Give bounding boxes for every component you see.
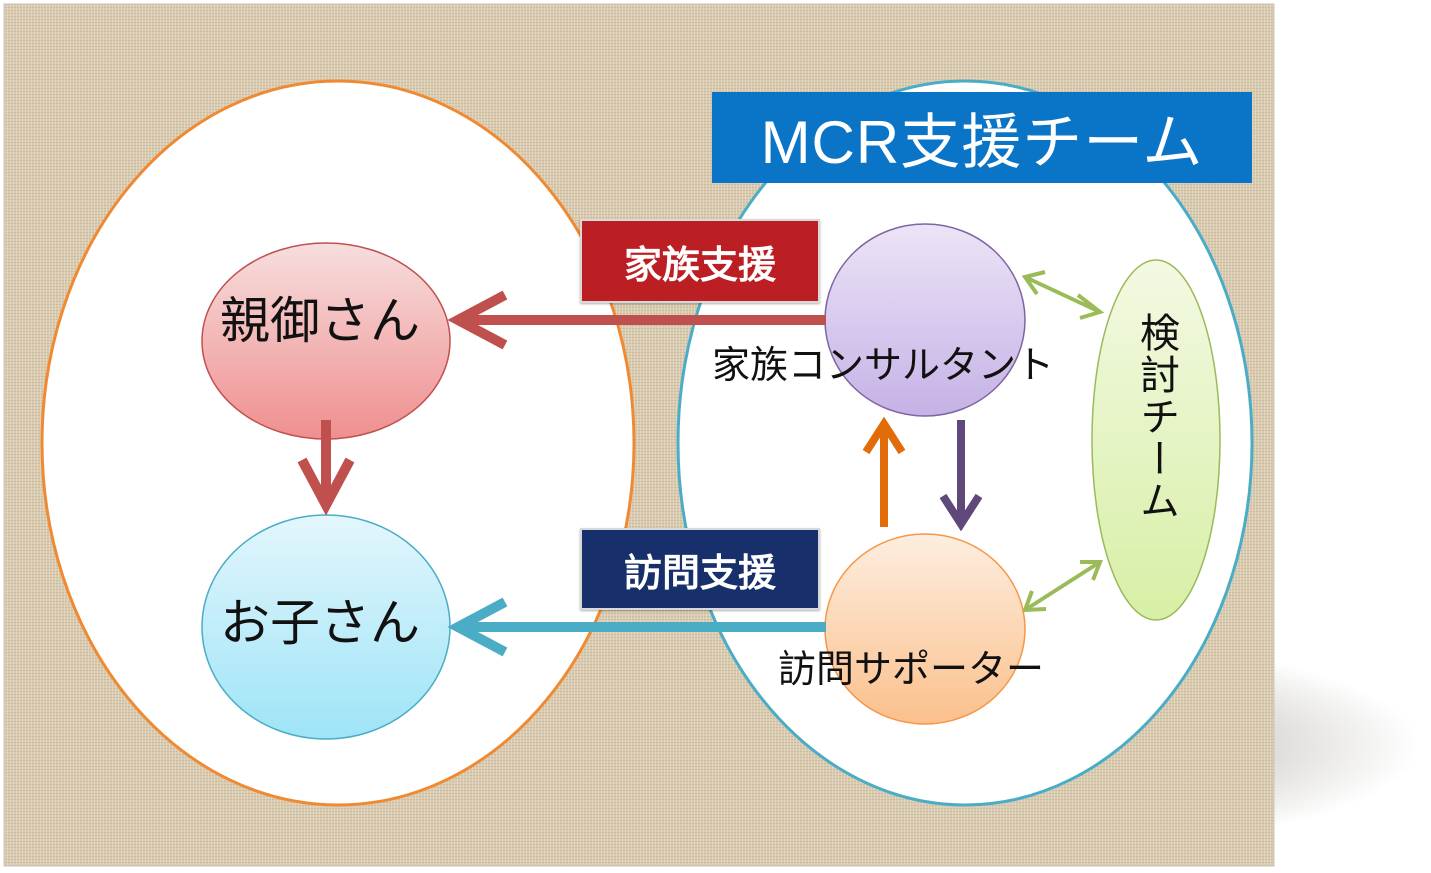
supporter-to-consultant-arrow	[862, 416, 906, 527]
parent-to-child-arrow	[297, 420, 355, 516]
review-team-node	[1091, 259, 1221, 621]
visit-supporter-label: 訪問サポーター	[778, 647, 1045, 691]
family-support-arrow	[447, 290, 826, 350]
team-title: MCR支援チーム	[712, 92, 1252, 183]
visit-supporter-node	[824, 533, 1026, 725]
visit-support-arrow	[447, 597, 826, 657]
family-support-label: 家族支援	[580, 219, 820, 303]
consultant-to-supporter-arrow	[939, 420, 983, 532]
supporter-review-arrow	[1022, 560, 1103, 613]
child-label: お子さん	[220, 594, 420, 652]
family-consultant-node	[824, 223, 1026, 417]
consultant-review-arrow	[1021, 270, 1105, 320]
parent-label: 親御さん	[220, 292, 420, 350]
review-team-label: 検討チーム	[1133, 312, 1179, 522]
visit-support-label: 訪問支援	[580, 528, 820, 610]
family-consultant-label: 家族コンサルタント	[712, 343, 1055, 387]
